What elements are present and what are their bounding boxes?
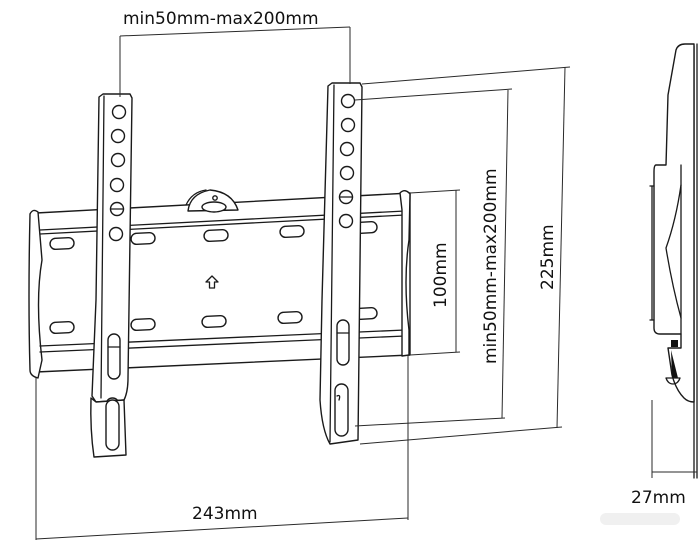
side-view: 27mm — [631, 43, 698, 508]
dim-plate-height: 100mm — [409, 189, 461, 356]
dim-hole-spacing-label: min50mm-max200mm — [481, 168, 501, 364]
up-arrow-icon — [205, 275, 219, 289]
dim-total-height-label: 225mm — [538, 224, 558, 290]
dim-hole-spacing: min50mm-max200mm — [354, 88, 513, 427]
right-vertical-arm — [319, 82, 363, 445]
dim-top-width-label: min50mm-max200mm — [123, 9, 319, 29]
lock-clip — [185, 189, 239, 213]
dim-top-width: min50mm-max200mm — [119, 9, 351, 97]
dim-bottom-width-label: 243mm — [192, 504, 258, 524]
dim-bottom-width: 243mm — [35, 355, 409, 540]
dim-depth-label: 27mm — [631, 488, 686, 508]
left-vertical-arm — [91, 93, 133, 449]
dim-total-height: 225mm — [359, 66, 571, 445]
dim-plate-height-label: 100mm — [431, 242, 451, 308]
